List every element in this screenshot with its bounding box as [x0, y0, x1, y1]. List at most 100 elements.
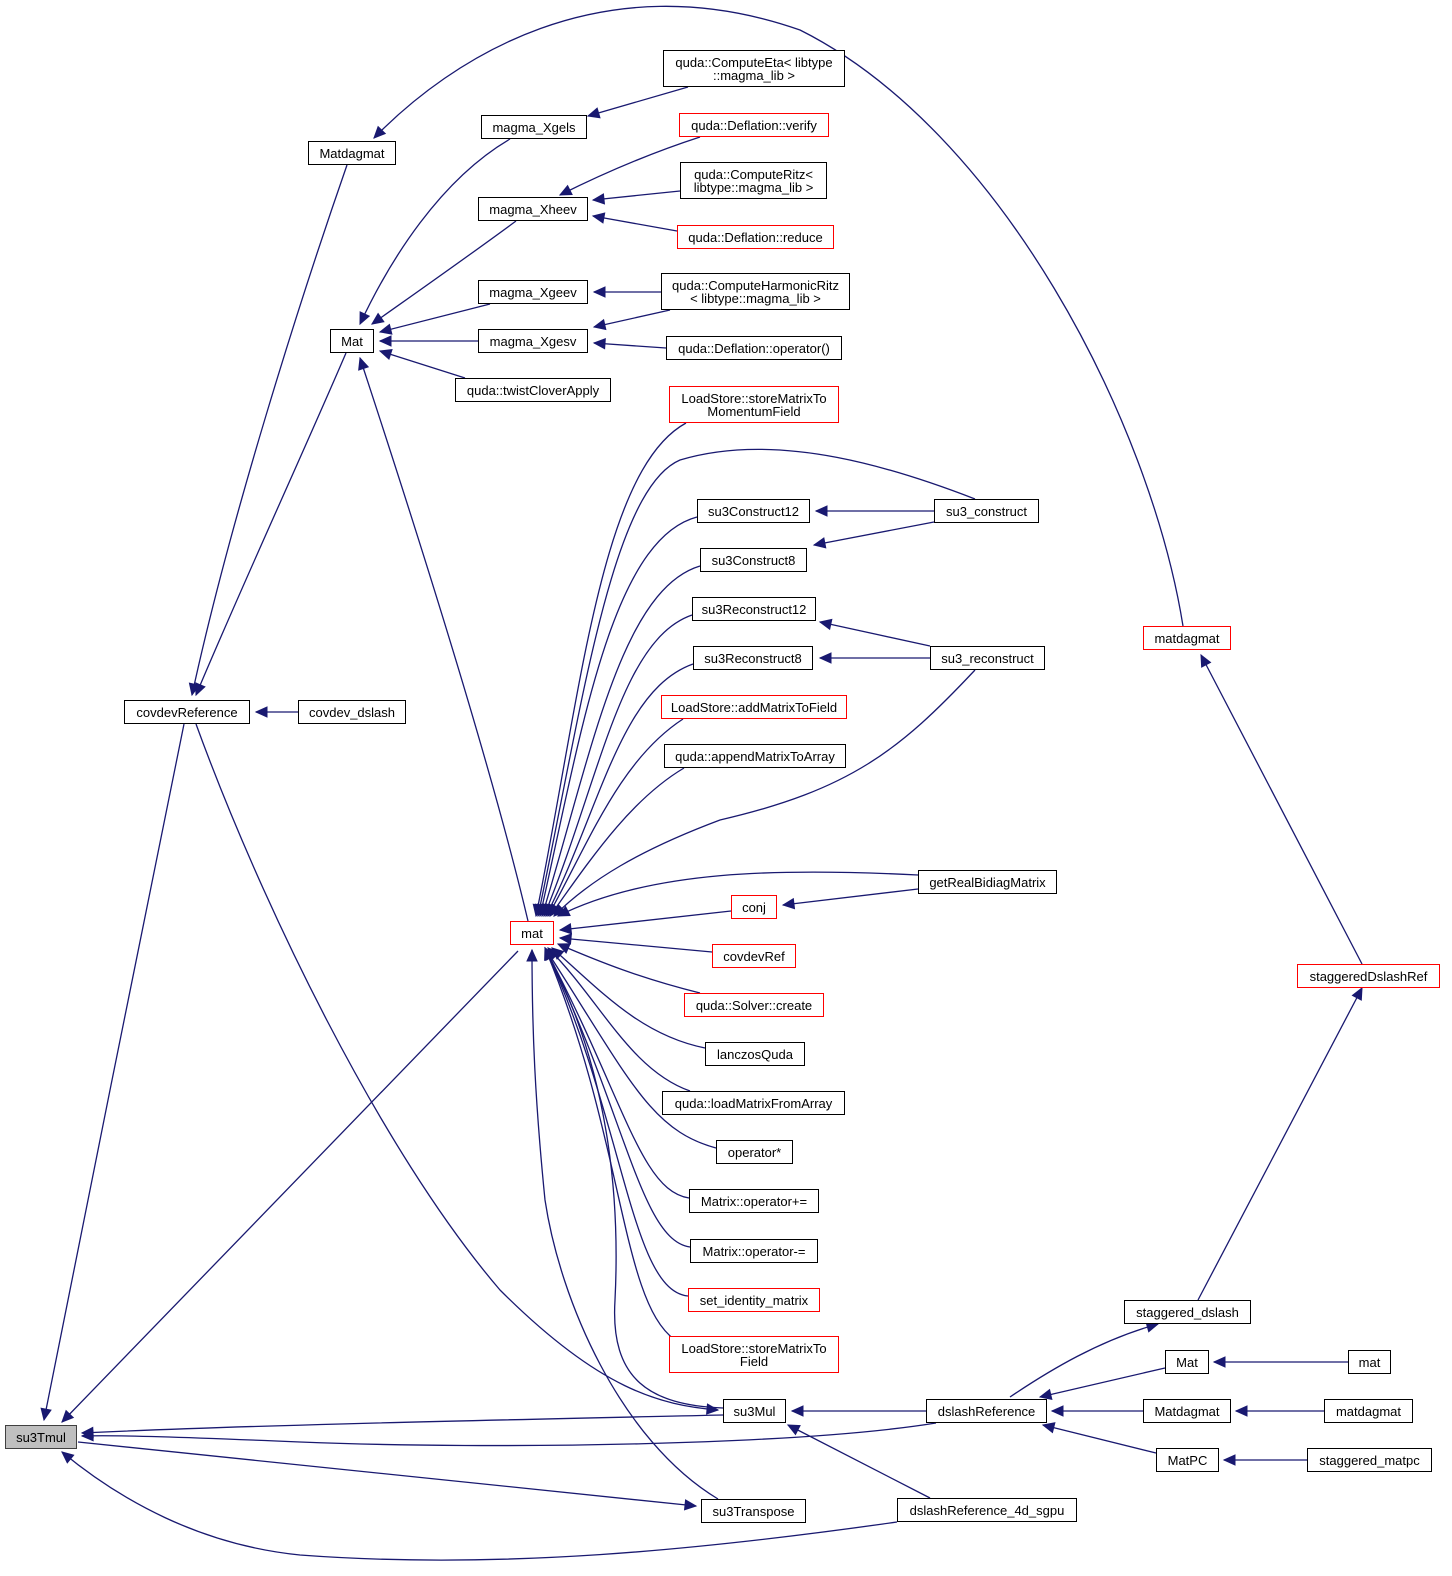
node-set-identity-matrix[interactable]: set_identity_matrix	[688, 1288, 820, 1312]
node-appendmatrixtoarray[interactable]: quda::appendMatrixToArray	[664, 744, 846, 768]
edge-twistcloverapply-to-mat-top	[379, 350, 466, 379]
node-matdagmat-bottom[interactable]: Matdagmat	[1143, 1399, 1231, 1423]
arrowhead-icon	[1041, 1422, 1056, 1434]
node-deflation-reduce[interactable]: quda::Deflation::reduce	[677, 225, 834, 249]
arrowhead-icon	[818, 618, 833, 631]
edge-computeharmonicritz-to-magma-xgesv	[593, 309, 671, 328]
node-magma-xheev[interactable]: magma_Xheev	[478, 197, 588, 221]
node-storematrixtofield[interactable]: LoadStore::storeMatrixTo Field	[669, 1336, 839, 1373]
arrowhead-icon	[1351, 986, 1363, 1001]
edge-computeeta-to-magma-xgels	[587, 86, 689, 117]
edge-matdagmat-red-to-matdagmat-top	[373, 5, 1184, 627]
node-dslashreference[interactable]: dslashReference	[926, 1399, 1047, 1423]
arrowhead-icon	[61, 1451, 75, 1464]
node-su3-reconstruct[interactable]: su3_reconstruct	[930, 646, 1045, 670]
node-magma-xgeev[interactable]: magma_Xgeev	[478, 280, 588, 304]
node-su3tmul[interactable]: su3Tmul	[5, 1425, 77, 1449]
node-matpc[interactable]: MatPC	[1156, 1448, 1219, 1472]
arrowhead-icon	[592, 318, 607, 331]
arrowhead-icon	[1234, 1405, 1248, 1417]
arrowhead-icon	[80, 1429, 94, 1442]
arrowhead-icon	[558, 933, 572, 945]
edge-su3-reconstruct-to-su3reconstruct12	[819, 621, 931, 647]
node-deflation-operator[interactable]: quda::Deflation::operator()	[666, 336, 842, 360]
arrowhead-icon	[378, 335, 392, 347]
edge-deflation-operator-to-magma-xgesv	[593, 342, 667, 349]
edge-su3tmul-to-su3transpose	[77, 1441, 697, 1507]
node-su3reconstruct8[interactable]: su3Reconstruct8	[693, 646, 813, 670]
edge-su3transpose-to-mat-red	[531, 949, 719, 1500]
node-conj[interactable]: conj	[731, 895, 777, 919]
arrowhead-icon	[40, 1407, 52, 1422]
node-matdagmat-red[interactable]: matdagmat	[1143, 626, 1231, 650]
edge-conj-to-mat-red	[559, 910, 732, 931]
node-dslashreference-4d-sgpu[interactable]: dslashReference_4d_sgpu	[897, 1498, 1077, 1522]
node-solver-create[interactable]: quda::Solver::create	[684, 993, 824, 1017]
edge-operator-mul-to-mat-red	[544, 947, 717, 1149]
node-staggered-matpc[interactable]: staggered_matpc	[1307, 1448, 1432, 1472]
node-matrix-minus-eq[interactable]: Matrix::operator-=	[690, 1239, 818, 1263]
node-mat-bottom[interactable]: mat	[1348, 1350, 1391, 1374]
node-mat-bottom[interactable]: Mat	[1165, 1350, 1209, 1374]
node-addmatrixtofield[interactable]: LoadStore::addMatrixToField	[661, 695, 847, 719]
node-matdagmat-top[interactable]: Matdagmat	[308, 141, 396, 165]
node-computeritz[interactable]: quda::ComputeRitz< libtype::magma_lib >	[680, 162, 827, 199]
node-mat-red[interactable]: mat	[510, 921, 554, 945]
arrowhead-icon	[61, 1409, 75, 1423]
node-covdevreference[interactable]: covdevReference	[124, 700, 250, 724]
node-su3transpose[interactable]: su3Transpose	[701, 1499, 806, 1523]
node-storematrixtomomentumfield[interactable]: LoadStore::storeMatrixTo MomentumField	[669, 386, 839, 423]
edge-mat-red-to-mat-top	[359, 357, 529, 922]
node-twistcloverapply[interactable]: quda::twistCloverApply	[455, 378, 611, 402]
node-su3-construct[interactable]: su3_construct	[934, 499, 1039, 523]
node-staggereddslashref[interactable]: staggeredDslashRef	[1297, 964, 1440, 988]
edge-matpc-to-dslashreference	[1042, 1424, 1157, 1454]
edge-su3-construct-to-mat-red	[537, 448, 976, 917]
edge-covdevreference-to-su3tmul	[43, 723, 185, 1421]
edge-dslashreference-4d-sgpu-to-su3tmul	[61, 1451, 898, 1561]
edge-su3-reconstruct-to-mat-red	[553, 669, 976, 917]
edge-su3reconstruct12-to-mat-red	[543, 614, 693, 917]
arrowhead-icon	[359, 311, 371, 326]
edge-mat-bottom-to-dslashreference	[1039, 1367, 1166, 1398]
arrowhead-icon	[378, 323, 393, 335]
node-su3construct8[interactable]: su3Construct8	[700, 548, 807, 572]
node-su3mul[interactable]: su3Mul	[723, 1399, 786, 1423]
node-staggered-dslash[interactable]: staggered_dslash	[1124, 1300, 1251, 1324]
node-lanczosquda[interactable]: lanczosQuda	[705, 1042, 805, 1066]
edge-mat-top-to-covdevreference	[195, 352, 347, 696]
edge-deflation-verify-to-magma-xheev	[559, 136, 701, 196]
node-su3reconstruct12[interactable]: su3Reconstruct12	[692, 597, 816, 621]
node-covdevref[interactable]: covdevRef	[712, 944, 796, 968]
edge-magma-xheev-to-mat-top	[371, 220, 517, 325]
edge-staggereddslashref-to-matdagmat-red	[1200, 654, 1363, 965]
node-getrealbidiagmatrix[interactable]: getRealBidiagMatrix	[918, 870, 1057, 894]
node-computeharmonicritz[interactable]: quda::ComputeHarmonicRitz < libtype::mag…	[661, 273, 850, 310]
edge-su3mul-to-su3tmul	[81, 1414, 724, 1434]
node-computeeta[interactable]: quda::ComputeEta< libtype ::magma_lib >	[663, 50, 845, 87]
edge-dslashreference-4d-sgpu-to-su3mul	[787, 1424, 931, 1499]
node-deflation-verify[interactable]: quda::Deflation::verify	[679, 113, 829, 137]
arrowhead-icon	[790, 1405, 804, 1417]
node-magma-xgesv[interactable]: magma_Xgesv	[478, 329, 588, 353]
node-loadmatrixfromarray[interactable]: quda::loadMatrixFromArray	[662, 1091, 845, 1115]
arrowhead-icon	[558, 922, 573, 935]
node-magma-xgels[interactable]: magma_Xgels	[481, 115, 587, 139]
node-covdev-dslash[interactable]: covdev_dslash	[298, 700, 406, 724]
node-su3construct12[interactable]: su3Construct12	[697, 499, 810, 523]
edge-matdagmat-top-to-covdevreference	[191, 164, 348, 696]
edge-layer	[40, 5, 1363, 1561]
edge-su3mul-to-mat-red	[544, 947, 724, 1409]
edge-loadmatrixfromarray-to-mat-red	[547, 947, 691, 1092]
node-matrix-plus-eq[interactable]: Matrix::operator+=	[689, 1189, 819, 1213]
arrowhead-icon	[812, 537, 827, 549]
edge-dslashreference-to-su3tmul	[81, 1422, 937, 1447]
arrowhead-icon	[254, 706, 268, 718]
node-operator-mul[interactable]: operator*	[716, 1140, 793, 1164]
node-matdagmat-bottom[interactable]: matdagmat	[1324, 1399, 1413, 1423]
node-mat-top[interactable]: Mat	[330, 329, 374, 353]
arrowhead-icon	[1038, 1388, 1053, 1401]
edge-covdevreference-to-su3mul	[195, 723, 719, 1411]
edge-solver-create-to-mat-red	[557, 943, 701, 994]
